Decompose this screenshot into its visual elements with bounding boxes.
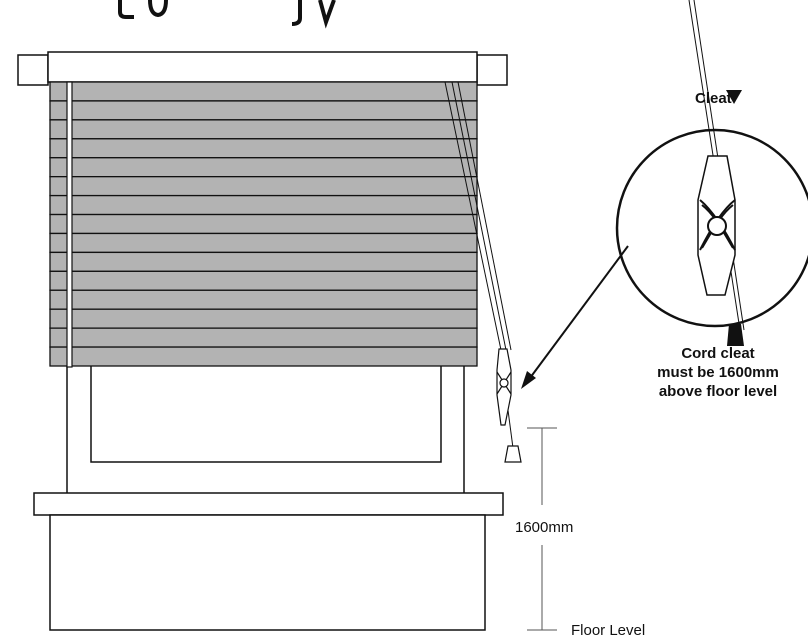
height-dimension	[527, 427, 557, 631]
headrail	[17, 51, 508, 86]
blind-slat	[49, 176, 478, 197]
blind-slat	[49, 213, 478, 235]
tilt-wand	[66, 81, 73, 368]
note-line-3: above floor level	[659, 383, 777, 400]
cleat-detail-zoom	[615, 0, 808, 346]
lift-cords	[444, 81, 514, 449]
headrail-bar	[47, 51, 478, 83]
note-line-1: Cord cleat	[681, 345, 754, 362]
blind-slat	[49, 346, 478, 367]
blind-slats	[49, 81, 478, 367]
cropped-title	[118, 0, 336, 29]
height-label: 1600mm	[515, 519, 573, 536]
blind-slat	[49, 100, 478, 121]
wall-below-window	[49, 514, 486, 631]
cleat-label: Cleat	[695, 90, 732, 107]
cord-tassel-large	[727, 324, 744, 346]
cord-tassel-small	[504, 445, 522, 463]
blind-slat	[49, 289, 478, 310]
blind-slat	[49, 308, 478, 329]
blind-slat	[49, 81, 478, 102]
headrail-bracket-right	[476, 54, 508, 86]
blind-slat	[49, 232, 478, 254]
headrail-bracket-left	[17, 54, 49, 86]
window	[33, 329, 504, 631]
floor-level-label: Floor Level	[571, 622, 645, 637]
blind-slat	[49, 157, 478, 178]
blind-slat	[49, 138, 478, 159]
note-line-2: must be 1600mm	[657, 364, 779, 381]
blind-slat	[49, 194, 478, 216]
cleat-small	[496, 348, 522, 463]
blind-slat	[49, 251, 478, 272]
blind-slat	[49, 119, 478, 140]
cleat-label-arrow	[726, 90, 742, 104]
blind-slat	[49, 327, 478, 348]
blind-slat	[49, 270, 478, 291]
pointer-arrow	[521, 245, 629, 389]
window-sill	[33, 492, 504, 516]
